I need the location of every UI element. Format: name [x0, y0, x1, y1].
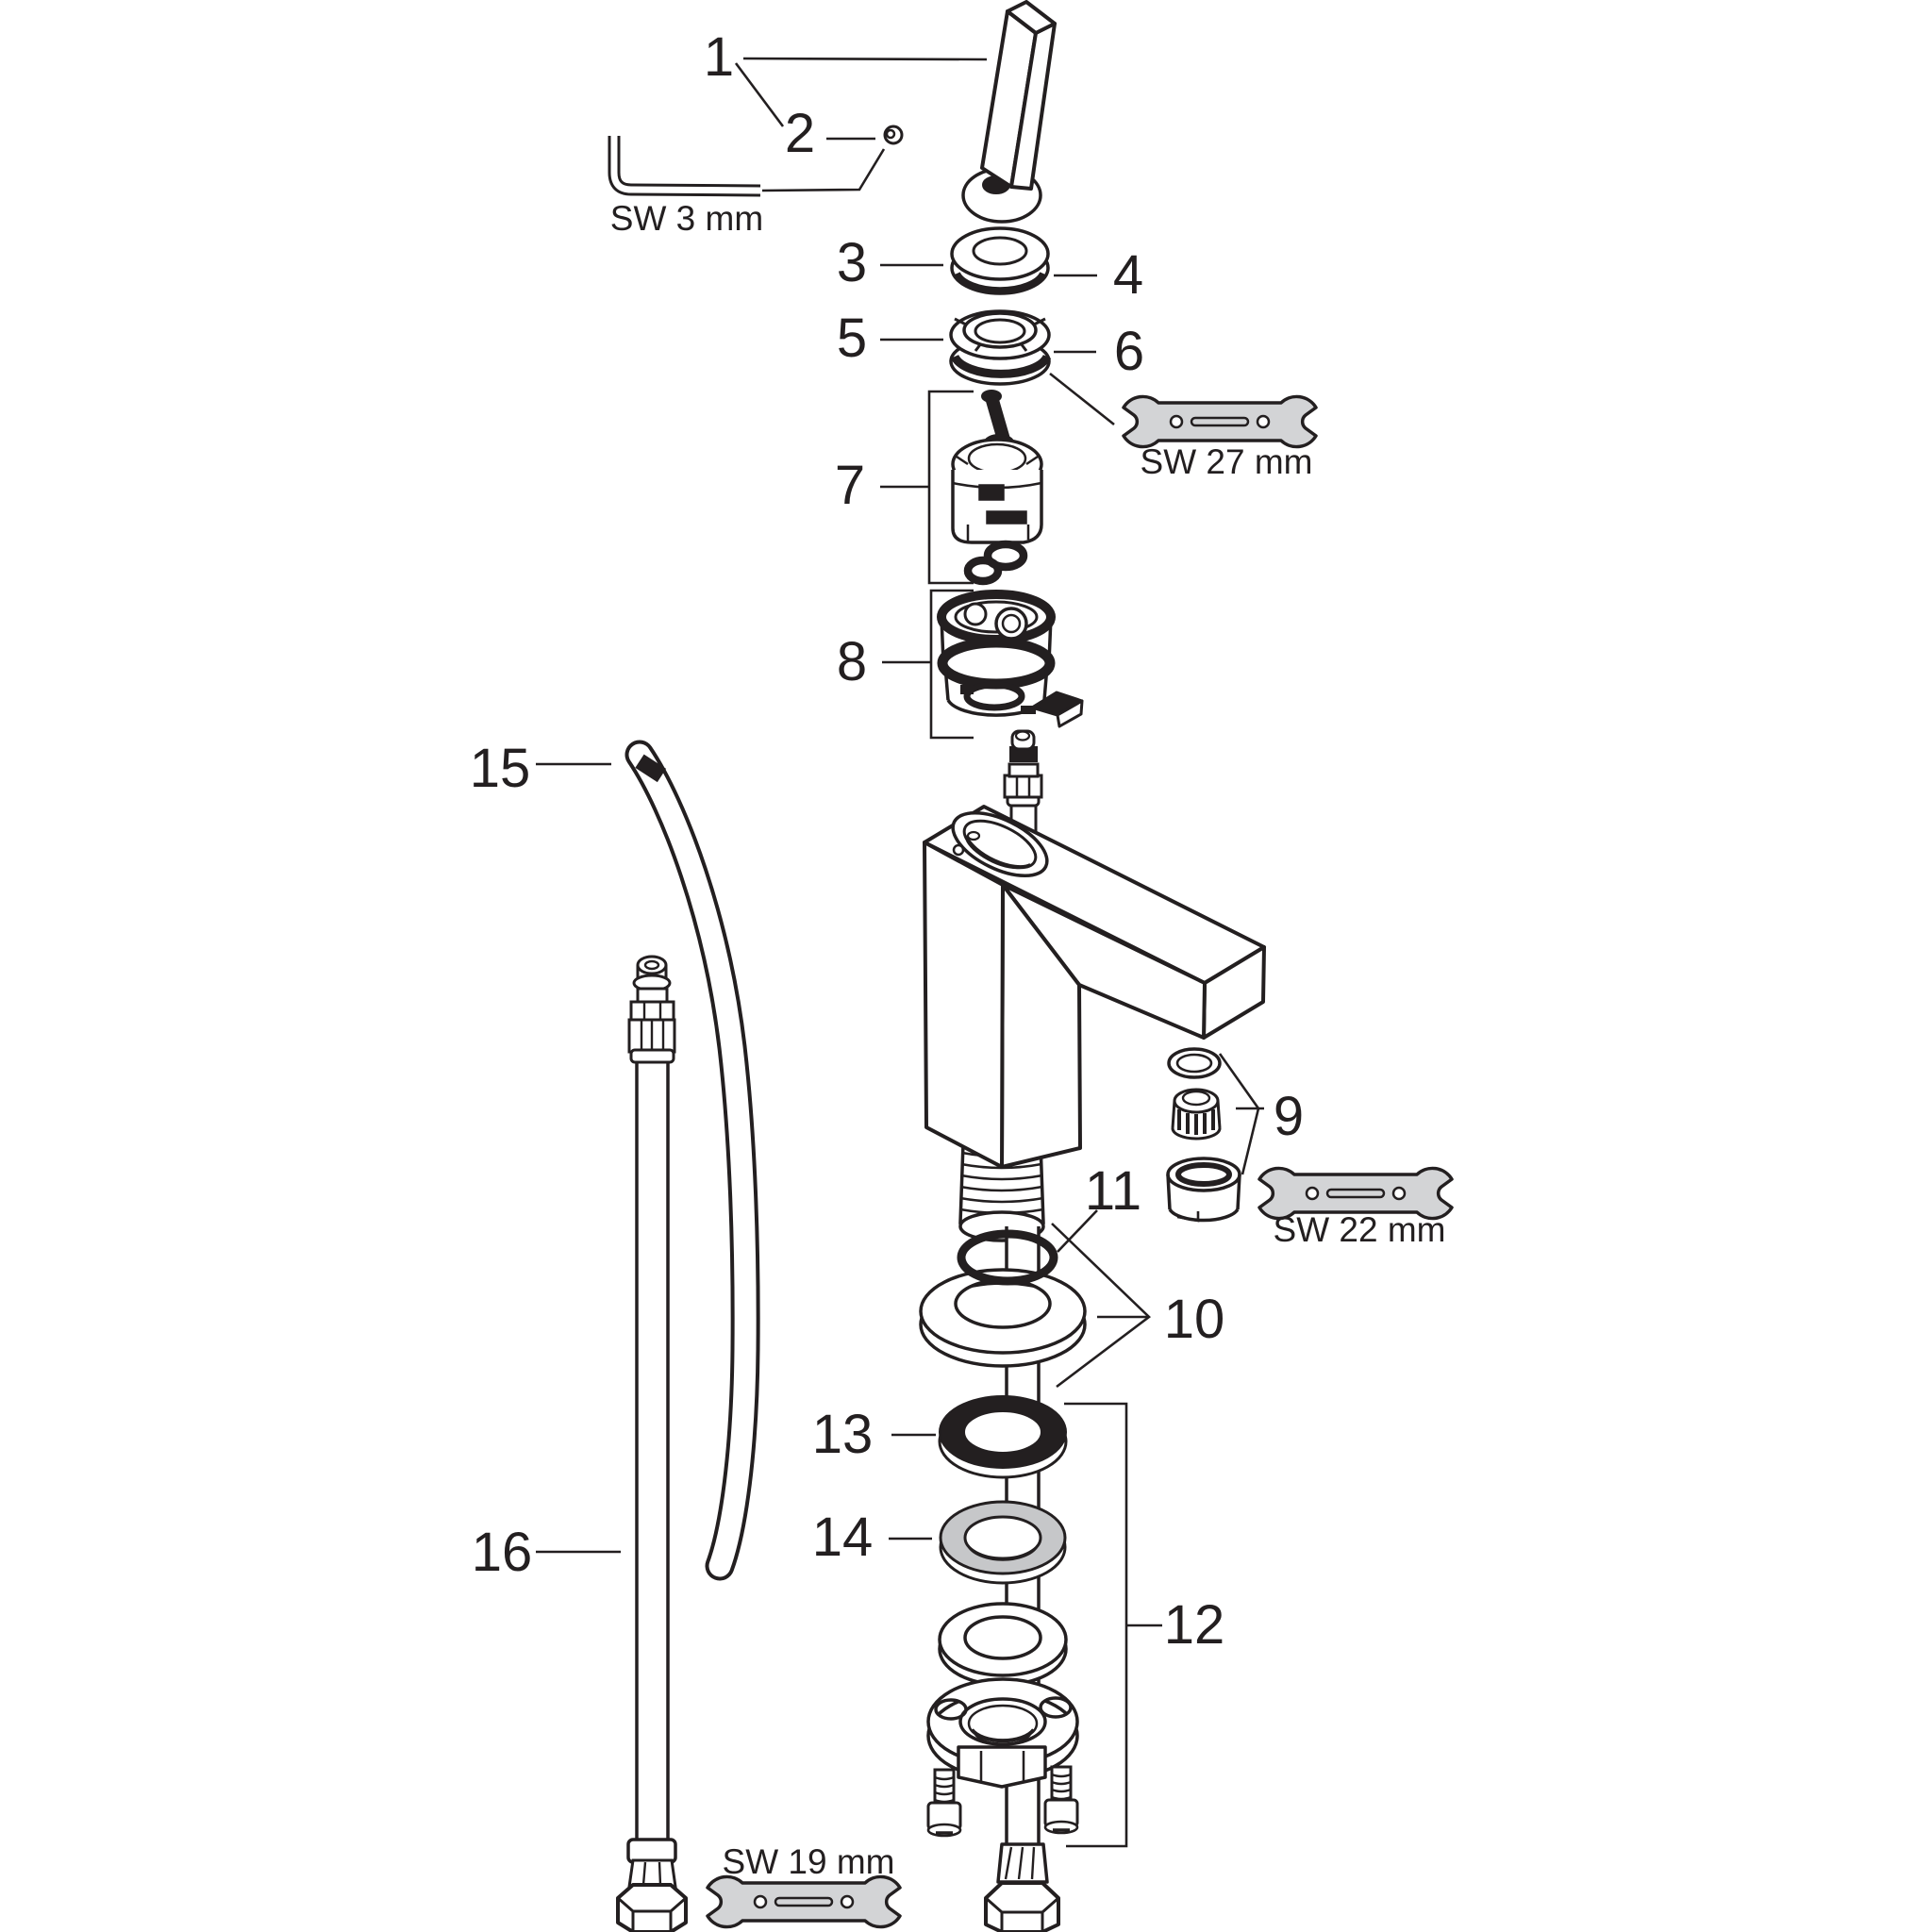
callout-11: 11 [1085, 1160, 1141, 1222]
callout-6: 6 [1114, 321, 1144, 382]
cartridge-base [937, 590, 1084, 728]
aerator-set [1166, 1047, 1241, 1223]
cartridge [951, 390, 1043, 544]
callout-7: 7 [835, 455, 865, 516]
faucet-body [923, 805, 1266, 1169]
handle-lever [961, 0, 1057, 224]
wrench-19-icon [706, 1874, 902, 1929]
callout-16: 16 [472, 1522, 533, 1583]
callout-10: 10 [1164, 1289, 1225, 1350]
mounting-flange-12 [926, 1677, 1079, 1789]
callout-4: 4 [1113, 244, 1143, 306]
leader-allen-key [761, 148, 886, 192]
grub-screw [883, 125, 904, 145]
callout-3: 3 [837, 232, 867, 293]
allen-key-icon [608, 136, 761, 197]
tool-label-sw-19mm: SW 19 mm [723, 1842, 895, 1881]
leader-1-fork [734, 62, 785, 127]
bracket-12 [1064, 1402, 1128, 1848]
base-seal-ring-13 [938, 1395, 1068, 1479]
threaded-collar-5-6 [949, 309, 1052, 386]
callout-1: 1 [704, 26, 734, 88]
escutcheon-ring-3-4 [950, 226, 1050, 295]
callout-15: 15 [470, 738, 531, 799]
tool-label-sw-3mm: SW 3 mm [610, 199, 763, 238]
hose-15 [625, 740, 760, 1581]
fixing-screw-left [926, 1768, 962, 1838]
callout-8: 8 [837, 631, 867, 692]
fixing-screw-right [1043, 1765, 1079, 1835]
cartridge-o-rings [963, 540, 1028, 586]
o-ring-11 [957, 1229, 1058, 1286]
bracket-8 [929, 589, 974, 740]
leader-11 [1057, 1209, 1098, 1253]
wrench-27-icon [1122, 394, 1318, 449]
tool-label-sw-22mm: SW 22 mm [1274, 1210, 1446, 1249]
callout-14: 14 [812, 1507, 874, 1568]
callout-12: 12 [1164, 1594, 1225, 1656]
callout-2: 2 [785, 103, 815, 164]
leader-lines [536, 57, 1264, 1848]
gray-washer-14 [939, 1500, 1067, 1585]
callout-13: 13 [812, 1404, 874, 1465]
callout-9: 9 [1274, 1086, 1304, 1147]
shank-washer-lower [938, 1602, 1068, 1687]
tool-label-sw-27mm: SW 27 mm [1141, 442, 1313, 481]
callout-5: 5 [837, 308, 867, 369]
leader-1 [742, 57, 988, 61]
leader-wrench-27 [1049, 372, 1115, 426]
leader-9-fork [1218, 1053, 1260, 1175]
hose-16 [616, 955, 688, 1932]
body-top-opening [951, 810, 1049, 878]
rod-hose-fitting [984, 1842, 1060, 1932]
